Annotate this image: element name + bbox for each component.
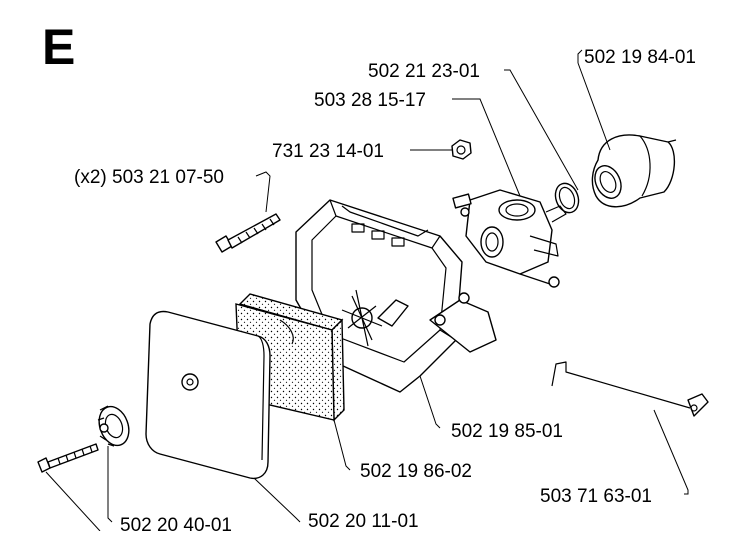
label-502-20-11-01: 502 20 11-01 bbox=[308, 511, 419, 531]
screw-part bbox=[37, 443, 99, 473]
intake-elbow-part bbox=[591, 134, 677, 208]
label-731-23-14-01: 731 23 14-01 bbox=[272, 141, 384, 162]
label-503-21-07-50: (x2) 503 21 07-50 bbox=[74, 167, 224, 188]
label-502-21-23-01: 502 21 23-01 bbox=[368, 61, 480, 82]
label-502-20-40-01: 502 20 40-01 bbox=[120, 515, 232, 531]
gasket-ring-part bbox=[554, 182, 580, 214]
carburetor-part bbox=[452, 189, 567, 288]
label-502-19-84-01: 502 19 84-01 bbox=[584, 47, 696, 68]
label-502-19-86-02: 502 19 86-02 bbox=[360, 461, 472, 482]
nut-part bbox=[451, 139, 472, 160]
label-502-19-85-01: 502 19 85-01 bbox=[451, 421, 563, 442]
label-503-71-63-01: 503 71 63-01 bbox=[540, 486, 652, 507]
choke-rod-part bbox=[551, 361, 709, 417]
leader-lines bbox=[45, 49, 689, 532]
section-letter: E bbox=[42, 19, 75, 75]
bolt-part bbox=[215, 213, 281, 253]
filter-cover-part bbox=[145, 310, 271, 480]
label-503-28-15-17: 503 28 15-17 bbox=[314, 90, 426, 111]
knob-part bbox=[97, 405, 130, 447]
